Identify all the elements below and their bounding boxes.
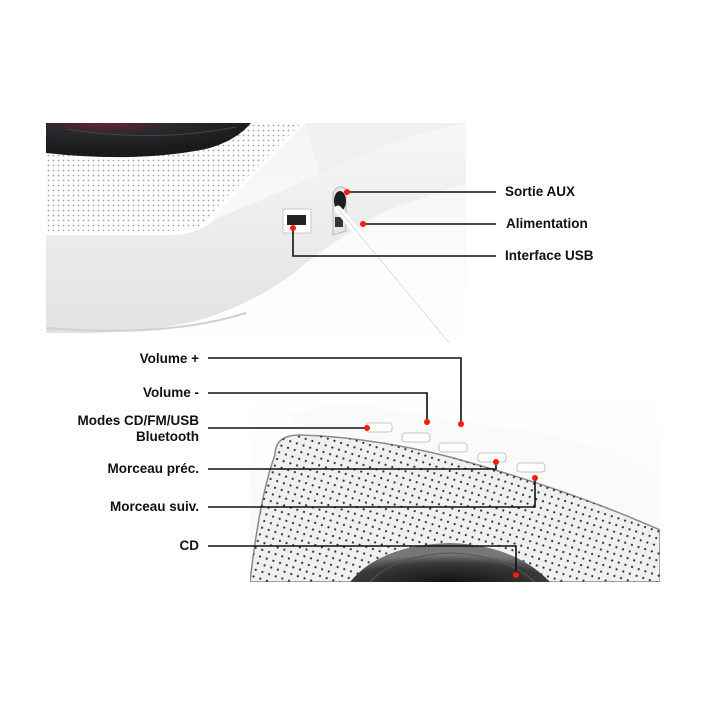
label-volume-down: Volume - <box>142 385 199 400</box>
marker-mode <box>364 425 370 431</box>
button-volume-up <box>438 442 468 453</box>
label-modes: Modes CD/FM/USB Bluetooth <box>78 413 200 445</box>
label-previous-track: Morceau préc. <box>107 461 199 476</box>
label-power: Alimentation <box>506 216 588 231</box>
label-volume-up: Volume + <box>139 351 199 366</box>
label-modes-line2: Bluetooth <box>136 429 199 444</box>
product-photo-buttons <box>250 395 660 582</box>
label-next-track: Morceau suiv. <box>109 499 199 514</box>
button-volume-down <box>401 432 431 443</box>
label-cd: CD <box>179 538 200 553</box>
label-usb-interface: Interface USB <box>505 248 594 263</box>
product-photo-ports <box>46 123 466 343</box>
label-modes-line1: Modes CD/FM/USB <box>77 413 200 428</box>
marker-volume-down <box>424 419 430 425</box>
marker-aux <box>344 189 350 195</box>
button-next <box>516 462 546 473</box>
button-prev <box>477 452 507 463</box>
marker-cd <box>513 572 519 578</box>
marker-prev <box>493 459 499 465</box>
marker-power <box>360 221 366 227</box>
marker-usb <box>290 225 296 231</box>
marker-next <box>532 475 538 481</box>
cd-player-back-illustration <box>46 123 466 343</box>
marker-volume-up <box>458 421 464 427</box>
label-aux-out: Sortie AUX <box>505 184 576 199</box>
